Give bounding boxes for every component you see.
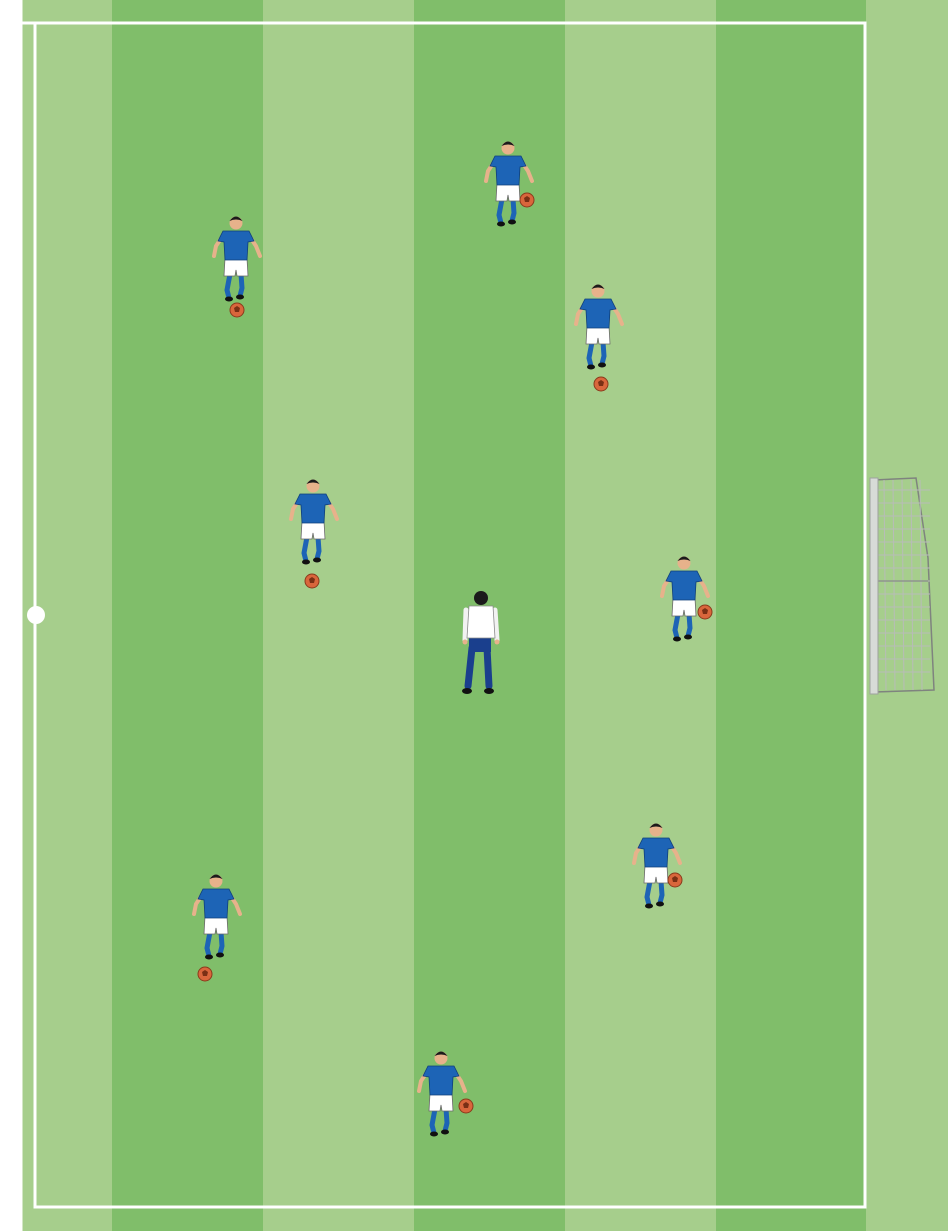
player-leg	[227, 274, 230, 298]
ball	[198, 967, 212, 981]
player-leg	[445, 1109, 447, 1131]
player-leg	[512, 199, 514, 221]
player-leg	[675, 614, 678, 638]
player-boot	[587, 365, 595, 370]
ball	[520, 193, 534, 207]
player-boot	[205, 955, 213, 960]
player-leg	[602, 342, 604, 364]
player-boot	[598, 363, 606, 368]
ball	[459, 1099, 473, 1113]
player-leg	[240, 274, 242, 296]
player-leg	[432, 1109, 435, 1133]
coach-leg	[468, 648, 472, 686]
coach-shoe	[462, 688, 472, 694]
player-boot	[430, 1132, 438, 1137]
player-leg	[207, 932, 210, 956]
player-leg	[589, 342, 592, 366]
player-boot	[684, 635, 692, 640]
pitch-stripe	[263, 0, 414, 1231]
coach-shirt	[467, 606, 495, 638]
player-boot	[508, 220, 516, 225]
ball	[668, 873, 682, 887]
coach-head	[474, 591, 488, 605]
player-boot	[313, 558, 321, 563]
player-boot	[441, 1130, 449, 1135]
coach-hand	[495, 640, 500, 645]
pitch-stripe	[112, 0, 263, 1231]
player-boot	[673, 637, 681, 642]
player-leg	[499, 199, 502, 223]
ball	[230, 303, 244, 317]
player-leg	[304, 537, 307, 561]
ball	[698, 605, 712, 619]
player-boot	[656, 902, 664, 907]
center-spot	[27, 606, 45, 624]
player-leg	[647, 881, 650, 905]
coach-trousers-top	[469, 636, 491, 652]
player-boot	[645, 904, 653, 909]
player-boot	[302, 560, 310, 565]
player-boot	[497, 222, 505, 227]
player-boot	[216, 953, 224, 958]
player-leg	[688, 614, 690, 636]
coach-shoe	[484, 688, 494, 694]
ball	[594, 377, 608, 391]
player-boot	[236, 295, 244, 300]
coach-leg	[487, 648, 489, 686]
player-leg	[220, 932, 222, 954]
coach-hand	[463, 640, 468, 645]
pitch-stripe	[716, 0, 866, 1231]
player-leg	[660, 881, 662, 903]
goal-post	[870, 478, 878, 694]
player-leg	[317, 537, 319, 559]
ball	[305, 574, 319, 588]
player-boot	[225, 297, 233, 302]
